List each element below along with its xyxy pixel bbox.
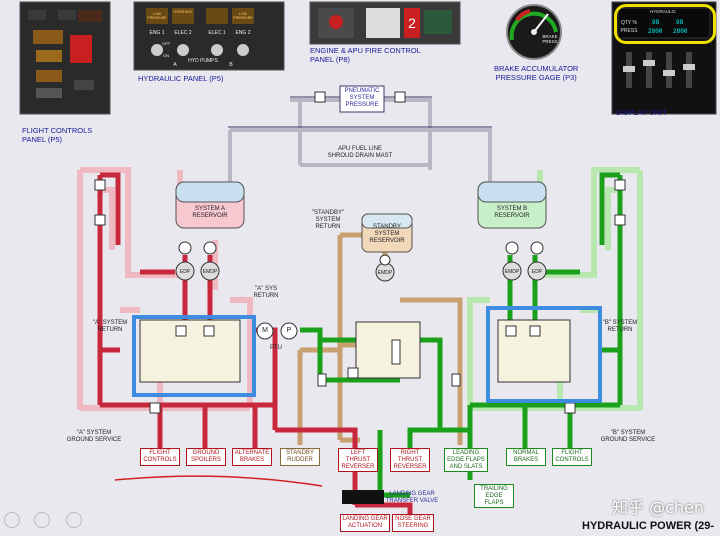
system-a-highlight: [132, 315, 256, 397]
a-qty-value: 98: [652, 19, 660, 26]
display-header: HYDRAULIC: [649, 9, 676, 14]
edp-b-label: EDP: [531, 269, 543, 275]
b-ground-service-label: "B" SYSTEM GROUND SERVICE: [600, 430, 656, 443]
flight-controls-caption: FLIGHT CONTROLS PANEL (P5): [22, 126, 93, 144]
hyd-a-label: A: [173, 62, 177, 68]
hyd-elec2-label: ELEC 2: [174, 30, 192, 36]
system-a-return-lines: [77, 167, 253, 411]
hyd-eng2-label: ENG 2: [235, 30, 251, 36]
fire-control-caption: ENGINE & APU FIRE CONTROL PANEL (P8): [310, 46, 421, 64]
user-left-thrust-reverser: LEFT THRUST REVERSER: [338, 448, 378, 472]
brake-gage-caption: BRAKE ACCUMULATOR PRESSURE GAGE (P3): [494, 64, 579, 82]
ptu-label: PTU: [270, 345, 282, 351]
pneumatic-lines: [228, 98, 492, 185]
hyd-low-pressure-2: LOW PRESSURE: [233, 12, 253, 20]
hyd-pumps-label: HYD PUMPS: [188, 58, 218, 64]
copy-icon[interactable]: [34, 512, 50, 528]
apu-fuel-label: APU FUEL LINE SHROUD DRAIN MAST: [327, 146, 393, 159]
system-a-reservoir-shape: [175, 181, 245, 229]
user-right-thrust-reverser: RIGHT THRUST REVERSER: [390, 448, 430, 472]
pneumatic-label: PNEUMATIC SYSTEM PRESSURE: [344, 88, 380, 108]
user-nose-gear-steering: NOSE GEAR STEERING: [392, 514, 434, 532]
landing-gear-valve-label: LANDING GEAR TRANSFER VALVE: [385, 491, 439, 504]
system-a-reservoir-label: SYSTEM A RESERVOIR: [192, 206, 228, 219]
user-alternate-brakes: ALTERNATE BRAKES: [232, 448, 272, 466]
annotation-underline: [114, 475, 323, 487]
display-qty-label: QTY %: [620, 20, 638, 26]
a-sys-return-mid-label: "A" SYS RETURN: [253, 286, 279, 299]
user-leading-edge: LEADING EDGE FLAPS AND SLATS: [444, 448, 488, 472]
watermark: 知乎 @chen: [612, 498, 705, 517]
user-normal-brakes: NORMAL BRAKES: [506, 448, 546, 466]
pumps: [175, 241, 547, 340]
pneumatic-box-shape: [339, 85, 385, 113]
standby-reservoir-shape: [361, 213, 413, 253]
hyd-low-pressure-1: LOW PRESSURE: [147, 12, 167, 20]
hyd-eng1-label: ENG 1: [149, 30, 165, 36]
user-landing-gear-actuation: LANDING GEAR ACTUATION: [340, 514, 390, 532]
hyd-b-label: B: [229, 62, 233, 68]
emdp-standby-label: EMDP: [377, 270, 393, 276]
hyd-overheat-1: OVERHEAT: [173, 10, 193, 14]
page-footer-title: HYDRAULIC POWER (29-: [582, 520, 715, 532]
a-system-return-label: "A" SYSTEM RETURN: [92, 320, 128, 333]
system-b-return-lines: [467, 167, 643, 411]
hyd-on-label: ON: [163, 53, 169, 58]
brake-gauge-graphic: [506, 4, 562, 60]
hydraulic-panel-graphic: [133, 1, 285, 71]
svg-text:2: 2: [408, 15, 416, 31]
landing-gear-valve-shape: [342, 490, 384, 504]
ptu-p-label: P: [286, 327, 292, 334]
b-system-return-label: "B" SYSTEM RETURN: [602, 320, 638, 333]
share-icon[interactable]: [4, 512, 20, 528]
standby-reservoir-label: STANDBY SYSTEM RESERVOIR: [369, 224, 405, 244]
user-flight-controls-b: FLIGHT CONTROLS: [552, 448, 592, 466]
system-b-highlight: [486, 306, 602, 403]
user-ground-spoilers: GROUND SPOILERS: [186, 448, 226, 466]
hydraulic-panel-caption: HYDRAULIC PANEL (P5): [138, 74, 224, 83]
display-press-label: PRESS: [620, 28, 638, 34]
fire-control-panel-graphic: 2: [309, 1, 461, 45]
emdp-a-label: EMDP: [202, 269, 218, 275]
filters: [94, 91, 626, 414]
user-standby-rudder: STANDBY RUDDER: [280, 448, 320, 466]
edp-a-label: EDP: [179, 269, 191, 275]
ptu-m-label: M: [262, 327, 268, 334]
a-press-value: 2800: [648, 28, 663, 35]
user-trailing-edge: TRAILING EDGE FLAPS: [474, 484, 514, 508]
standby-return-label: "STANDBY" SYSTEM RETURN: [311, 210, 345, 230]
more-icon[interactable]: [66, 512, 82, 528]
hyd-elec1-label: ELEC 1: [208, 30, 226, 36]
brake-gauge-label: BRAKE PRESS: [542, 34, 558, 44]
display-highlight: [614, 4, 716, 44]
b-qty-value: 98: [676, 19, 684, 26]
hyd-off-label: OFF: [162, 41, 170, 46]
emdp-b-label: EMDP: [504, 269, 520, 275]
system-b-reservoir-label: SYSTEM B RESERVOIR: [494, 206, 530, 219]
flight-controls-panel-graphic: [19, 1, 111, 115]
b-press-value: 2800: [673, 28, 688, 35]
display-unit-graphic: [611, 1, 717, 115]
display-unit-caption: DISPLAY UNIT: [616, 108, 667, 117]
system-b-reservoir-shape: [477, 181, 547, 229]
a-ground-service-label: "A" SYSTEM GROUND SERVICE: [66, 430, 122, 443]
user-flight-controls-a: FLIGHT CONTROLS: [140, 448, 180, 466]
